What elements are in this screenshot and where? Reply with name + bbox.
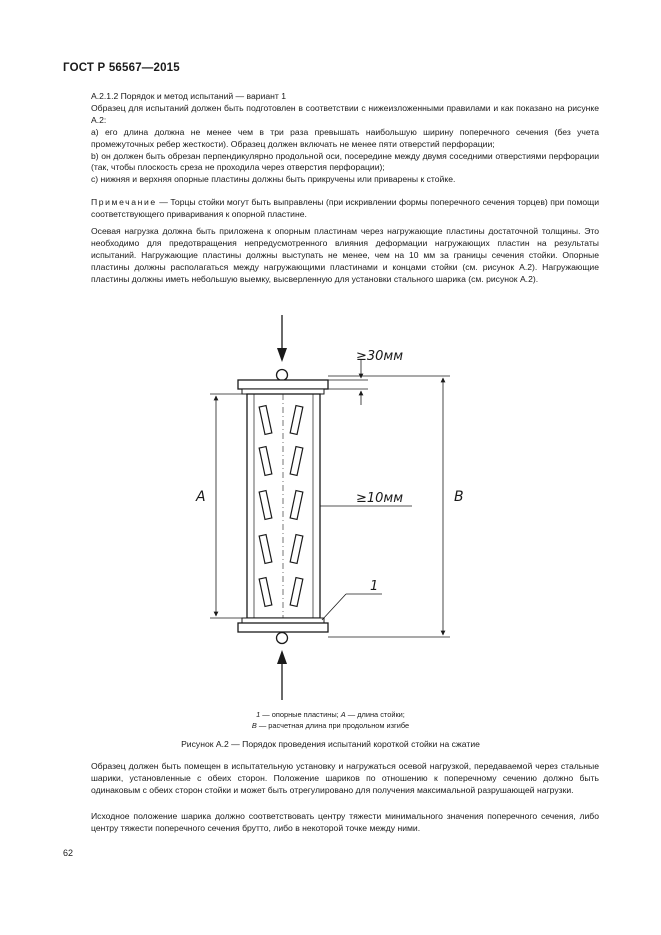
bottom-steel-ball <box>275 631 289 645</box>
perforation-holes <box>258 404 304 608</box>
note-text: — Торцы стойки могут быть выправлены (пр… <box>91 197 599 219</box>
label-a: A <box>195 489 206 505</box>
list-item-a: а) его длина должна не менее чем в три р… <box>91 126 599 149</box>
label-min-10mm: ≥10мм <box>356 491 403 506</box>
figure-caption: Рисунок А.2 — Порядок проведения испытан… <box>181 739 480 749</box>
legend-buckling-length: — расчетная длина при продольном изгибе <box>256 721 410 730</box>
paragraph-ball-position: Исходное положение шарика должно соответ… <box>91 811 599 835</box>
bottom-support-plate <box>241 617 325 624</box>
bottom-load-arrow <box>277 650 287 700</box>
dimension-a <box>210 393 247 619</box>
paragraph-axial-load: Осевая нагрузка должна быть приложена к … <box>91 226 599 286</box>
paragraph-text: Образец должен быть помещен в испытатель… <box>91 761 599 795</box>
section-title: А.2.1.2 Порядок и метод испытаний — вари… <box>91 91 286 101</box>
section-a212: А.2.1.2 Порядок и метод испытаний — вари… <box>91 91 599 186</box>
list-item-b: b) он должен быть обрезан перпендикулярн… <box>91 150 599 173</box>
figure-a2-diagram: A B ≥30мм ≥10мм 1 <box>195 315 464 700</box>
dimension-b <box>328 375 450 638</box>
label-1: 1 <box>370 579 378 594</box>
figure-legend: 1 — опорные пластины; А — длина стойки; … <box>0 709 661 731</box>
top-support-plate <box>241 388 325 395</box>
top-loading-plate <box>237 379 329 390</box>
top-load-arrow <box>277 315 287 362</box>
paragraph-text: Исходное положение шарика должно соответ… <box>91 811 599 833</box>
paragraph-text: Осевая нагрузка должна быть приложена к … <box>91 226 599 284</box>
dimension-top-plate <box>328 360 368 405</box>
leader-support-plate <box>321 593 382 621</box>
bottom-loading-plate <box>237 622 329 633</box>
note-block: Примечание — Торцы стойки могут быть вып… <box>91 197 599 221</box>
legend-num-1: 1 <box>256 710 261 719</box>
legend-column-length: — длина стойки; <box>345 710 405 719</box>
paragraph-placement: Образец должен быть помещен в испытатель… <box>91 761 599 797</box>
column-specimen <box>246 393 321 619</box>
top-steel-ball <box>275 368 289 382</box>
legend-letter-a: А <box>340 710 346 719</box>
note-label: Примечание <box>91 197 157 207</box>
section-intro: Образец для испытаний должен быть подгот… <box>91 102 599 125</box>
label-min-30mm: ≥30мм <box>356 349 403 364</box>
list-item-c: с) нижняя и верхняя опорные пластины дол… <box>91 174 456 185</box>
legend-letter-b: В <box>251 721 257 730</box>
page-number: 62 <box>63 848 74 858</box>
legend-support-plates: — опорные пластины; <box>260 710 341 719</box>
document-header: ГОСТ Р 56567—2015 <box>63 62 180 74</box>
label-b: B <box>454 489 464 505</box>
